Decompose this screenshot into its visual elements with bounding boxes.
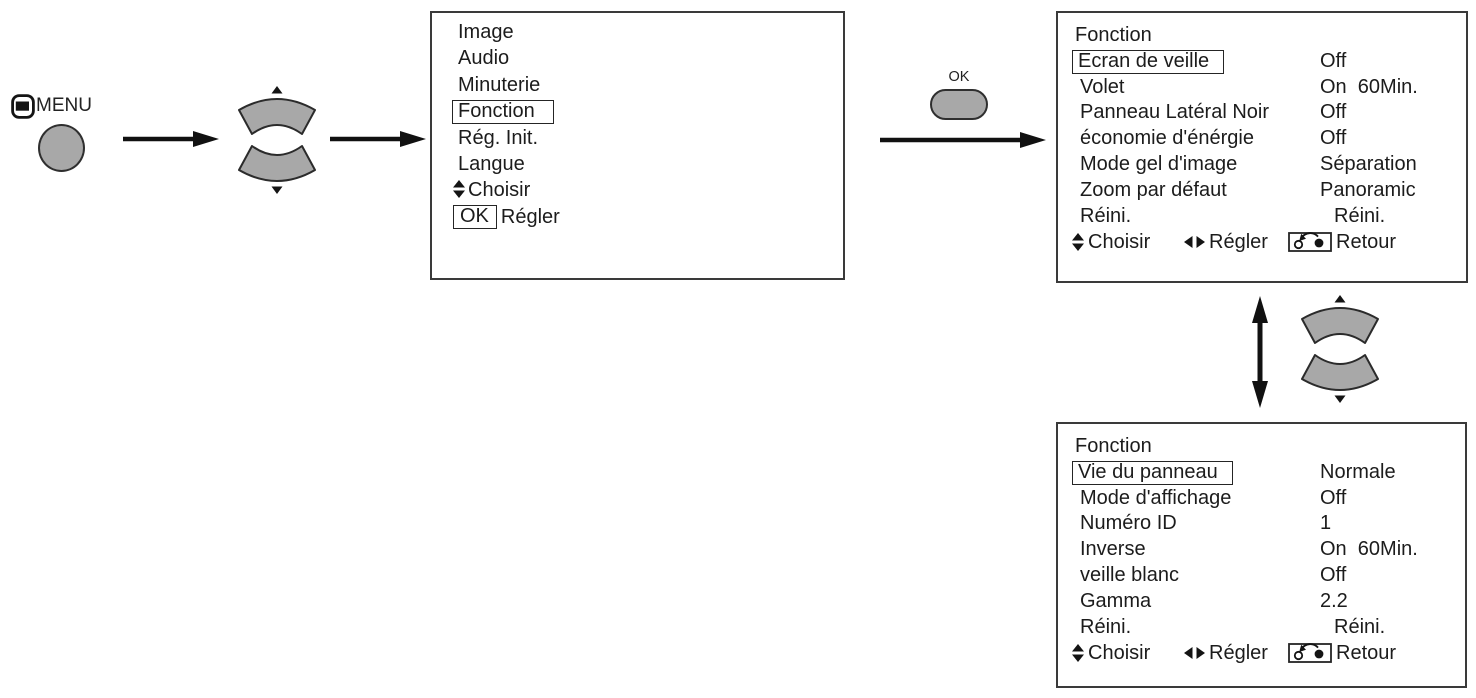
hint-choisir: Choisir bbox=[432, 177, 843, 203]
flow-arrow-icon bbox=[123, 131, 219, 147]
menu-item-image: Image bbox=[458, 21, 514, 43]
menu-row: Panneau Latéral Noir Off bbox=[1080, 101, 1347, 124]
menu-row: Mode gel d'image Séparation bbox=[1080, 152, 1417, 175]
menu-item-langue: Langue bbox=[458, 152, 525, 175]
menu-row: Vie du panneau Normale bbox=[1058, 460, 1465, 486]
hint-choisir: Choisir bbox=[1072, 229, 1150, 255]
double-arrow-icon bbox=[1252, 296, 1268, 408]
ok-button[interactable] bbox=[930, 89, 988, 120]
flow-arrow-icon bbox=[330, 131, 426, 147]
fonction-menu-panel-page2: Fonction Vie du panneau Normale Mode d'a… bbox=[1056, 422, 1467, 688]
menu-row: Numéro ID 1 bbox=[1080, 512, 1332, 535]
left-right-triangles-icon bbox=[1184, 647, 1205, 660]
menu-item-audio: Audio bbox=[458, 47, 510, 70]
menu-item-fonction-selected: Fonction bbox=[432, 98, 843, 124]
menu-row: économie d'énérgie Off bbox=[1080, 127, 1347, 150]
return-key-icon bbox=[1288, 232, 1332, 253]
menu-row: Ecran de veille Off bbox=[1058, 49, 1466, 75]
main-menu-panel: Image Audio Minuterie Fonction Rég. Init… bbox=[430, 11, 845, 280]
menu-button-label: MENU bbox=[36, 95, 92, 116]
hint-bar: Choisir Régler Retour bbox=[1058, 640, 1465, 666]
up-down-triangles-icon bbox=[1072, 644, 1084, 663]
ok-key-icon: OK bbox=[453, 205, 497, 230]
menu-button[interactable] bbox=[38, 124, 85, 172]
up-down-rocker-button[interactable] bbox=[236, 86, 318, 194]
menu-row: Inverse On 60Min. bbox=[1080, 538, 1418, 561]
menu-row: Mode d'affichage Off bbox=[1080, 486, 1347, 509]
menu-row: Réini. Réini. bbox=[1080, 204, 1386, 227]
menu-item-reg-init: Rég. Init. bbox=[458, 126, 539, 149]
menu-row: Zoom par défaut Panoramic bbox=[1080, 178, 1416, 201]
hint-regler: Régler bbox=[1184, 229, 1268, 255]
up-down-rocker-button[interactable] bbox=[1299, 292, 1381, 406]
return-key-icon bbox=[1288, 643, 1332, 664]
hint-retour: Retour bbox=[1288, 229, 1396, 255]
flow-arrow-icon bbox=[880, 132, 1046, 148]
fonction-menu-panel-page1: Fonction Ecran de veille Off Volet On 60… bbox=[1056, 11, 1468, 283]
menu-button-icon bbox=[11, 94, 35, 119]
menu-row: Gamma 2.2 bbox=[1080, 589, 1348, 612]
menu-row: Volet On 60Min. bbox=[1080, 75, 1418, 98]
menu-row: Réini. Réini. bbox=[1080, 615, 1386, 638]
hint-bar: Choisir Régler Retour bbox=[1058, 229, 1466, 255]
panel-title: Fonction bbox=[1075, 24, 1152, 46]
panel-title: Fonction bbox=[1075, 435, 1152, 457]
hint-regler: Régler bbox=[1184, 640, 1268, 666]
hint-retour: Retour bbox=[1288, 640, 1396, 666]
hint-choisir: Choisir bbox=[1072, 640, 1150, 666]
ok-button-label: OK bbox=[948, 69, 970, 85]
up-down-triangles-icon bbox=[453, 179, 465, 205]
left-right-triangles-icon bbox=[1184, 236, 1205, 249]
menu-item-minuterie: Minuterie bbox=[458, 73, 541, 96]
up-down-triangles-icon bbox=[1072, 233, 1084, 252]
menu-row: veille blanc Off bbox=[1080, 563, 1347, 586]
